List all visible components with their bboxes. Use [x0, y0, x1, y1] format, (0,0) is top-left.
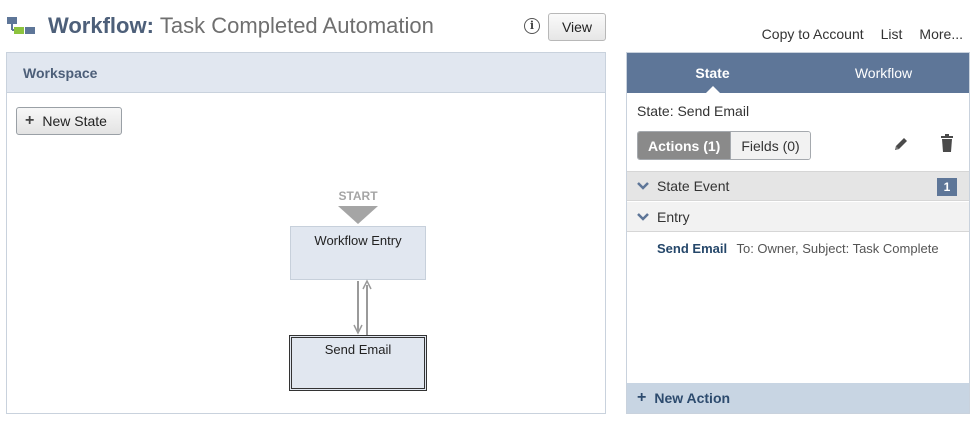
fields-tab[interactable]: Fields (0) — [730, 132, 810, 159]
state-name: State: Send Email — [637, 103, 750, 119]
new-action-label: New Action — [654, 390, 731, 406]
transition-arrows[interactable] — [350, 279, 376, 337]
state-panel: State Workflow — [626, 52, 970, 414]
more-link[interactable]: More... — [919, 26, 963, 42]
workflow-icon — [7, 17, 35, 34]
new-state-button[interactable]: + New State — [16, 107, 122, 135]
state-event-row[interactable]: State Event 1 — [627, 171, 969, 201]
page-title-name: Task Completed Automation — [159, 13, 434, 38]
send-email-node-label: Send Email — [324, 342, 392, 357]
entry-row[interactable]: Entry — [627, 202, 969, 232]
tab-state[interactable]: State — [695, 65, 730, 81]
workspace-panel: Workspace — [6, 52, 606, 414]
tab-workflow[interactable]: Workflow — [854, 65, 913, 81]
info-icon[interactable]: i — [524, 18, 540, 34]
state-event-label: State Event — [657, 178, 730, 194]
panel-tabs: State Workflow — [627, 53, 969, 94]
page-title: Workflow: — [48, 13, 154, 38]
actions-tab[interactable]: Actions (1) — [638, 132, 731, 159]
list-link[interactable]: List — [880, 26, 903, 42]
entry-label: Entry — [657, 208, 690, 225]
workflow-entry-node[interactable]: Workflow Entry — [290, 226, 426, 280]
workspace-title: Workspace — [7, 53, 605, 93]
plus-icon: + — [637, 389, 647, 406]
plus-icon: + — [25, 112, 35, 129]
trash-icon[interactable] — [938, 134, 956, 154]
view-button[interactable]: View — [548, 13, 606, 41]
edit-icon[interactable] — [891, 134, 911, 154]
copy-to-account-link[interactable]: Copy to Account — [761, 26, 864, 42]
active-tab-indicator — [705, 86, 721, 94]
start-arrow-icon — [338, 206, 378, 224]
workflow-entry-label: Workflow Entry — [314, 233, 402, 248]
new-action-button[interactable]: + New Action — [627, 383, 969, 413]
chevron-down-icon — [637, 212, 649, 221]
start-label: START — [338, 189, 378, 203]
state-event-count: 1 — [937, 178, 957, 196]
send-email-action-link[interactable]: Send Email — [657, 241, 728, 256]
top-links: Copy to Account List More... — [762, 26, 963, 42]
send-email-node[interactable]: Send Email — [289, 335, 427, 391]
new-state-label: New State — [42, 113, 107, 129]
action-item: Send Email To: Owner, Subject: Task Comp… — [657, 241, 939, 256]
actions-fields-toggle: Actions (1) Fields (0) — [637, 131, 811, 160]
action-detail: To: Owner, Subject: Task Complete — [736, 241, 939, 256]
chevron-down-icon — [637, 182, 649, 190]
page-header: Workflow: Task Completed Automation — [6, 10, 434, 42]
